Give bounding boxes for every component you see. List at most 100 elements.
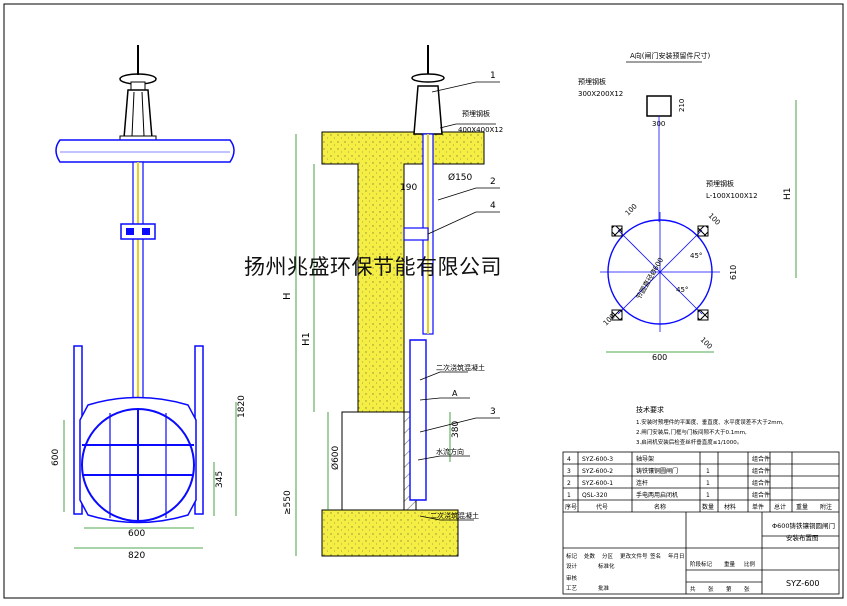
label-embed-plate: 预埋钢板 <box>578 77 606 86</box>
tb-row-label: 签名 <box>650 552 661 560</box>
dim-820: 820 <box>128 551 145 561</box>
drawing-title-2: 安装布置图 <box>786 533 819 542</box>
tb-row-label: 标记 <box>566 552 578 560</box>
drawing-title-1: Φ600铸铁镶铜圆闸门 <box>772 521 835 530</box>
channel-opening <box>341 411 415 511</box>
bom-row-no: 3 <box>567 468 571 475</box>
bom-row-name: 铸铁镶铜圆闸门 <box>636 467 678 475</box>
dim-100a: 100 <box>624 202 639 217</box>
notes-title: 技术要求 <box>636 405 664 414</box>
dim-345: 345 <box>215 471 225 488</box>
bom-header-qty: 数量 <box>702 503 714 511</box>
bom-row-code: SYZ-600-3 <box>582 456 613 463</box>
sheet-border <box>3 3 844 599</box>
bom-row-no: 4 <box>567 456 571 463</box>
angle-45a: 45° <box>690 252 702 260</box>
bom-row-qty: 1 <box>706 492 710 499</box>
label-A: A <box>452 389 458 398</box>
label-concrete-bottom: 二次浇筑混凝土 <box>430 511 479 520</box>
dim-H: H <box>282 292 293 300</box>
bom-header-total: 总计 <box>774 503 786 511</box>
tb-row-label: 年月日 <box>668 552 685 560</box>
tb-stage-label: 阶段标记 <box>690 560 713 568</box>
dim-d600-side: Ø600 <box>330 445 341 470</box>
dim-100d: 100 <box>699 336 714 351</box>
bom-row-name: 连杆 <box>636 479 648 487</box>
tb-sign-label: 设计 <box>566 562 578 570</box>
tb-sheet-label: 张 <box>708 585 714 593</box>
tb-sign-label: 标准化 <box>598 562 615 570</box>
bom-row-material: 组合件 <box>752 491 770 499</box>
tb-sign-label: 批准 <box>598 584 610 592</box>
drawing-number: SYZ-600 <box>786 579 819 588</box>
callout-2: 2 <box>490 177 496 187</box>
callout-3: 3 <box>490 407 496 417</box>
notes-line-2: 2.闸门安装后,门框与门板间隙不大于0.1mm, <box>636 428 747 436</box>
tech-notes: 技术要求 1.安装时预埋件的平面度、垂直度、水平度误差不大于2mm, 2.闸门安… <box>636 405 784 446</box>
label-embed-plate-size: 300X200X12 <box>578 90 623 98</box>
callout-4: 4 <box>490 201 496 211</box>
bom-row-name: 手电两用启闭机 <box>636 491 678 499</box>
company-watermark: 扬州兆盛环保节能有限公司 <box>244 255 502 279</box>
top-view: A向(闸门安装预留件尺寸) 预埋钢板 300X200X12 300 210 H1… <box>578 51 797 362</box>
bom-header-remark: 附注 <box>820 503 832 511</box>
tb-stage-label: 重量 <box>724 560 736 568</box>
dim-600-bottom: 600 <box>128 529 145 539</box>
dim-300: 300 <box>652 120 665 128</box>
side-gate <box>409 339 427 501</box>
bom-header-single: 单件 <box>752 503 764 511</box>
dim-610: 610 <box>729 265 738 280</box>
bom-row-material: 组合件 <box>752 455 770 463</box>
front-view: 1820 345 600 600 820 <box>51 45 247 561</box>
stem-guide <box>120 223 156 240</box>
top-view-title: A向(闸门安装预留件尺寸) <box>630 51 711 60</box>
bom-rows: 4 SYZ-600-3 轴导架 组合件 3 SYZ-600-2 铸铁镶铜圆闸门 … <box>565 455 832 511</box>
side-view: H H1 ≥550 Ø600 380 190 Ø150 1 2 4 3 预埋钢板… <box>282 45 503 557</box>
tb-row-label: 分区 <box>602 552 614 560</box>
dim-H1: H1 <box>301 332 312 346</box>
embed-plate-top <box>646 95 672 117</box>
bom-row-code: SYZ-600-1 <box>582 480 613 487</box>
bom-header-name: 名称 <box>654 503 666 511</box>
bom-row-qty: 1 <box>706 480 710 487</box>
callout-1: 1 <box>490 71 496 81</box>
bom-row-name: 轴导架 <box>636 455 654 463</box>
bom-header-no: 序号 <box>565 503 577 511</box>
tb-sheet-label: 共 <box>690 585 696 593</box>
title-block: Φ600铸铁镶铜圆闸门 安装布置图 SYZ-600 标记 处数 分区 更改文件号… <box>566 521 835 593</box>
tb-sign-label: 审核 <box>566 574 578 582</box>
notes-line-1: 1.安装时预埋件的平面度、垂直度、水平度误差不大于2mm, <box>636 418 784 426</box>
dim-1820: 1820 <box>237 395 247 418</box>
bom-row-code: SYZ-600-2 <box>582 468 613 475</box>
label-embed-plate-2: 预埋钢板 <box>706 179 734 188</box>
bom-header-weight: 重量 <box>796 503 808 511</box>
tb-sheet-label: 第 <box>726 585 732 593</box>
dim-190: 190 <box>400 183 417 193</box>
bom-row-no: 2 <box>567 480 571 487</box>
label-embed-plate-2-size: L-100X100X12 <box>706 192 758 200</box>
bom-header-code: 代号 <box>596 503 608 511</box>
deck-slab <box>55 139 235 163</box>
angle-45b: 45° <box>676 286 688 294</box>
label-plate-size: 400X400X12 <box>458 126 503 134</box>
bom-table <box>562 451 840 595</box>
dim-380: 380 <box>451 421 461 438</box>
bom-header-material: 材料 <box>724 503 736 511</box>
tb-row-label: 更改文件号 <box>620 552 648 560</box>
label-water-flow: 水流方向 <box>436 447 464 456</box>
bom-row-code: QSL-320 <box>582 492 608 499</box>
hoist-body <box>123 89 153 139</box>
dim-100b: 100 <box>707 212 722 227</box>
dim-H1-top: H1 <box>783 188 793 201</box>
bom-row-material: 组合件 <box>752 467 770 475</box>
bom-row-material: 组合件 <box>752 479 770 487</box>
label-pcd: 节圆直径Ø600 <box>634 256 665 301</box>
tb-sign-label: 工艺 <box>566 585 578 592</box>
dim-600-left: 600 <box>51 449 61 466</box>
notes-line-3: 3.启闭机安装后检查丝杆垂直度≤1/1000。 <box>636 438 742 446</box>
label-plate: 预埋钢板 <box>462 109 490 118</box>
dim-ge550: ≥550 <box>283 490 293 515</box>
label-concrete-top: 二次浇筑混凝土 <box>436 363 485 372</box>
